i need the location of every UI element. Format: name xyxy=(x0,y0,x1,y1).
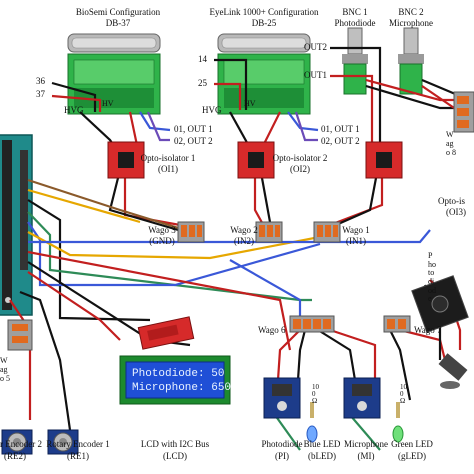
oi1-id: (OI1) xyxy=(158,164,178,174)
resistor-green-label: 100 Ω xyxy=(400,383,407,405)
wago-2 xyxy=(255,221,283,243)
wago2-name: Wago 2 xyxy=(230,225,258,235)
resistor-blue-label: 100 Ω xyxy=(312,383,319,405)
oi1-out1-label: 01, OUT 1 xyxy=(174,124,213,134)
oi2-name: Opto-isolator 2 xyxy=(272,153,328,163)
wago-1 xyxy=(313,221,341,243)
oi3-id: (OI3) xyxy=(446,207,466,217)
green-led-id: (gLED) xyxy=(398,451,426,461)
hv-mid-label: HV xyxy=(244,99,256,108)
oi2-out1-label: 01, OUT 1 xyxy=(321,124,360,134)
wago3-id: (GND) xyxy=(149,236,175,246)
microphone-module xyxy=(343,377,381,419)
out1-label: OUT1 xyxy=(304,70,327,80)
bnc-plug-bottom-right xyxy=(438,353,468,389)
pin-36-label: 36 xyxy=(36,76,45,86)
wago-6 xyxy=(289,315,335,333)
biosemi-title: BioSemi Configuration xyxy=(75,7,161,17)
photodiode-module xyxy=(263,377,301,419)
optoisolator-oi3 xyxy=(365,141,403,179)
microphone-id: (MI) xyxy=(357,451,375,461)
oi2-out2-label: 02, OUT 2 xyxy=(321,136,360,146)
photodiode-sensor-board xyxy=(411,275,469,333)
wago1-name: Wago 1 xyxy=(342,225,370,235)
wago1-id: (IN1) xyxy=(346,236,366,246)
photodiode-name: Photodiode xyxy=(261,439,303,449)
bnc1-subtitle: Photodiode xyxy=(334,18,376,28)
rotary-encoder-2 xyxy=(1,429,33,455)
db37-connector xyxy=(67,33,161,115)
wago-8 xyxy=(453,91,474,133)
lcd-line-2: Microphone: 650 xyxy=(132,382,232,394)
re1-name: Rotary Encoder 1 xyxy=(46,439,110,449)
bnc1-connector xyxy=(342,27,368,95)
wago3-name: Wago 3 xyxy=(148,225,176,235)
wago6-label: Wago 6 xyxy=(258,325,286,335)
re2-name: r Encoder 2 xyxy=(0,439,42,449)
hv-left-label: HV xyxy=(102,99,114,108)
pin-25-label: 25 xyxy=(198,78,207,88)
blue-led xyxy=(306,402,318,443)
hvg-mid-label: HVG xyxy=(202,105,222,115)
eyelink-title: EyeLink 1000+ Configuration xyxy=(209,7,319,17)
bnc2-title: BNC 2 xyxy=(398,7,424,17)
bnc2-connector xyxy=(398,27,424,95)
bnc1-title: BNC 1 xyxy=(342,7,368,17)
wago7-label: Wago 7 xyxy=(414,325,442,335)
hvg-left-label: HVG xyxy=(64,105,84,115)
lcd-caption-id: (LCD) xyxy=(163,451,187,461)
i2c-backpack xyxy=(137,316,195,350)
oi1-name: Opto-isolator 1 xyxy=(140,153,196,163)
blue-led-name: Blue LED xyxy=(303,439,341,449)
oi3-name: Opto-is xyxy=(438,196,465,206)
bnc2-subtitle: Microphone xyxy=(389,18,433,28)
re1-id: (RE1) xyxy=(67,451,89,461)
oi1-out2-label: 02, OUT 2 xyxy=(174,136,213,146)
lcd-caption: LCD with I2C Bus xyxy=(140,439,210,449)
wago-5 xyxy=(7,319,33,351)
green-led-name: Green LED xyxy=(391,439,433,449)
rotary-encoder-1 xyxy=(47,429,79,455)
optoisolator-oi2 xyxy=(237,141,275,179)
wago8-vertical-label: Wago 8 xyxy=(446,130,456,158)
db25-connector xyxy=(217,33,311,115)
optoisolator-oi1 xyxy=(107,141,145,179)
biosemi-subtitle: DB-37 xyxy=(105,18,131,28)
wago-3 xyxy=(177,221,205,243)
oi2-id: (OI2) xyxy=(290,164,310,174)
arduino-board xyxy=(0,134,33,316)
out2-label: OUT2 xyxy=(304,42,327,52)
wago-7 xyxy=(383,315,411,333)
blue-led-id: (bLED) xyxy=(308,451,336,461)
microphone-name: Microphone xyxy=(344,439,388,449)
lcd-line-1: Photodiode: 50 xyxy=(132,368,225,380)
wago5-vertical-label: Wago 5 xyxy=(0,356,10,384)
photodiode-vertical-label: Photodiode xyxy=(428,251,436,304)
eyelink-subtitle: DB-25 xyxy=(251,18,277,28)
lcd-module xyxy=(119,355,231,405)
re2-id: (RE2) xyxy=(4,451,26,461)
green-led xyxy=(392,402,404,443)
pin-14-label: 14 xyxy=(198,54,207,64)
wago2-id: (IN2) xyxy=(234,236,254,246)
pin-37-label: 37 xyxy=(36,89,45,99)
photodiode-id: (PI) xyxy=(275,451,289,461)
